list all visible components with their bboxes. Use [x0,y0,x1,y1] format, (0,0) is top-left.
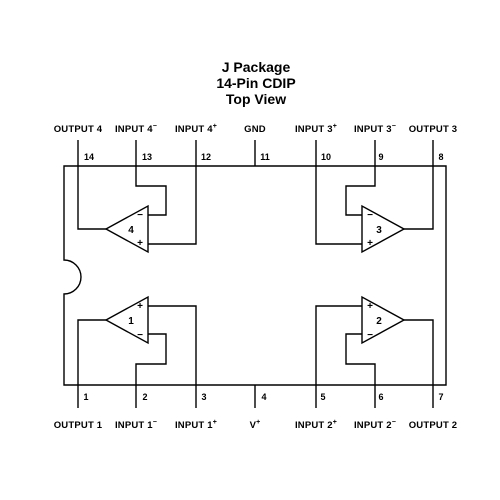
pin-4-number: 4 [261,392,266,402]
pin-14-label: OUTPUT 4 [54,124,103,135]
package-outline [63,165,447,386]
amplifier-1-output-wire [77,319,106,385]
amplifier-3-inverting-wire [345,166,376,216]
amplifier-4-noninverting-sign: + [137,238,143,249]
pin-12-number: 12 [201,152,211,162]
amplifier-3-output-wire [404,166,434,230]
pin-10-label: INPUT 3+ [295,123,337,135]
top-pin-stubs [77,140,434,166]
amplifier-4-inverting-sign: − [137,210,143,221]
pin-4-label: V+ [250,419,261,431]
pin-7-number: 7 [438,392,443,402]
title-line-3: Top View [226,91,286,107]
pin-1-number: 1 [83,392,88,402]
amplifier-4-triangle [104,204,149,254]
pin-11-label: GND [244,124,266,135]
pin-2-label: INPUT 1− [115,419,157,431]
bottom-pin-stubs [77,385,434,408]
amplifier-1-triangle [104,295,149,345]
pin-3-label: INPUT 1+ [175,419,217,431]
pin-14-number: 14 [84,152,94,162]
pin-8-number: 8 [438,152,443,162]
pin-6-label: INPUT 2− [354,419,396,431]
amplifier-2-output-wire [404,319,434,385]
pin-11-number: 11 [260,152,270,162]
pin-9-label: INPUT 3− [354,123,396,135]
pin-8-label: OUTPUT 3 [409,124,458,135]
amplifier-1: 1 + − [77,295,197,385]
amplifier-2-inverting-sign: − [367,330,373,341]
amplifier-3-noninverting-wire [315,166,362,245]
amplifier-3-triangle [361,204,406,254]
pin-6-number: 6 [378,392,383,402]
amplifier-4-inverting-wire [135,166,167,216]
amplifier-3-noninverting-sign: + [367,238,373,249]
pin-12-label: INPUT 4+ [175,123,217,135]
amplifier-2: 2 + − [315,295,434,385]
amplifier-3: 3 − + [315,166,434,254]
title-line-2: 14-Pin CDIP [216,75,295,91]
pin-1-label: OUTPUT 1 [54,420,103,431]
amplifier-1-inverting-wire [135,333,167,385]
pin-9-number: 9 [378,152,383,162]
amplifier-4-number: 4 [128,225,134,236]
amplifier-2-noninverting-sign: + [367,301,373,312]
amplifier-4-noninverting-wire [148,166,197,245]
amplifier-2-number: 2 [376,316,382,327]
amplifier-4: 4 − + [77,166,197,254]
amplifier-3-inverting-sign: − [367,210,373,221]
pin-2-number: 2 [142,392,147,402]
pin-13-number: 13 [142,152,152,162]
amplifier-1-noninverting-sign: + [137,301,143,312]
amplifier-2-triangle [361,295,406,345]
pin-7-label: OUTPUT 2 [409,420,458,431]
amplifier-4-output-wire [77,166,106,230]
title-line-1: J Package [222,59,291,75]
amplifier-2-inverting-wire [345,333,376,385]
amplifier-1-noninverting-wire [148,305,197,385]
pin-5-number: 5 [320,392,325,402]
pin-13-label: INPUT 4− [115,123,157,135]
pin-5-label: INPUT 2+ [295,419,337,431]
pin-10-number: 10 [321,152,331,162]
amplifier-3-number: 3 [376,225,382,236]
amplifier-1-number: 1 [128,316,134,327]
amplifier-2-noninverting-wire [315,305,362,385]
amplifier-1-inverting-sign: − [137,330,143,341]
pin-3-number: 3 [201,392,206,402]
